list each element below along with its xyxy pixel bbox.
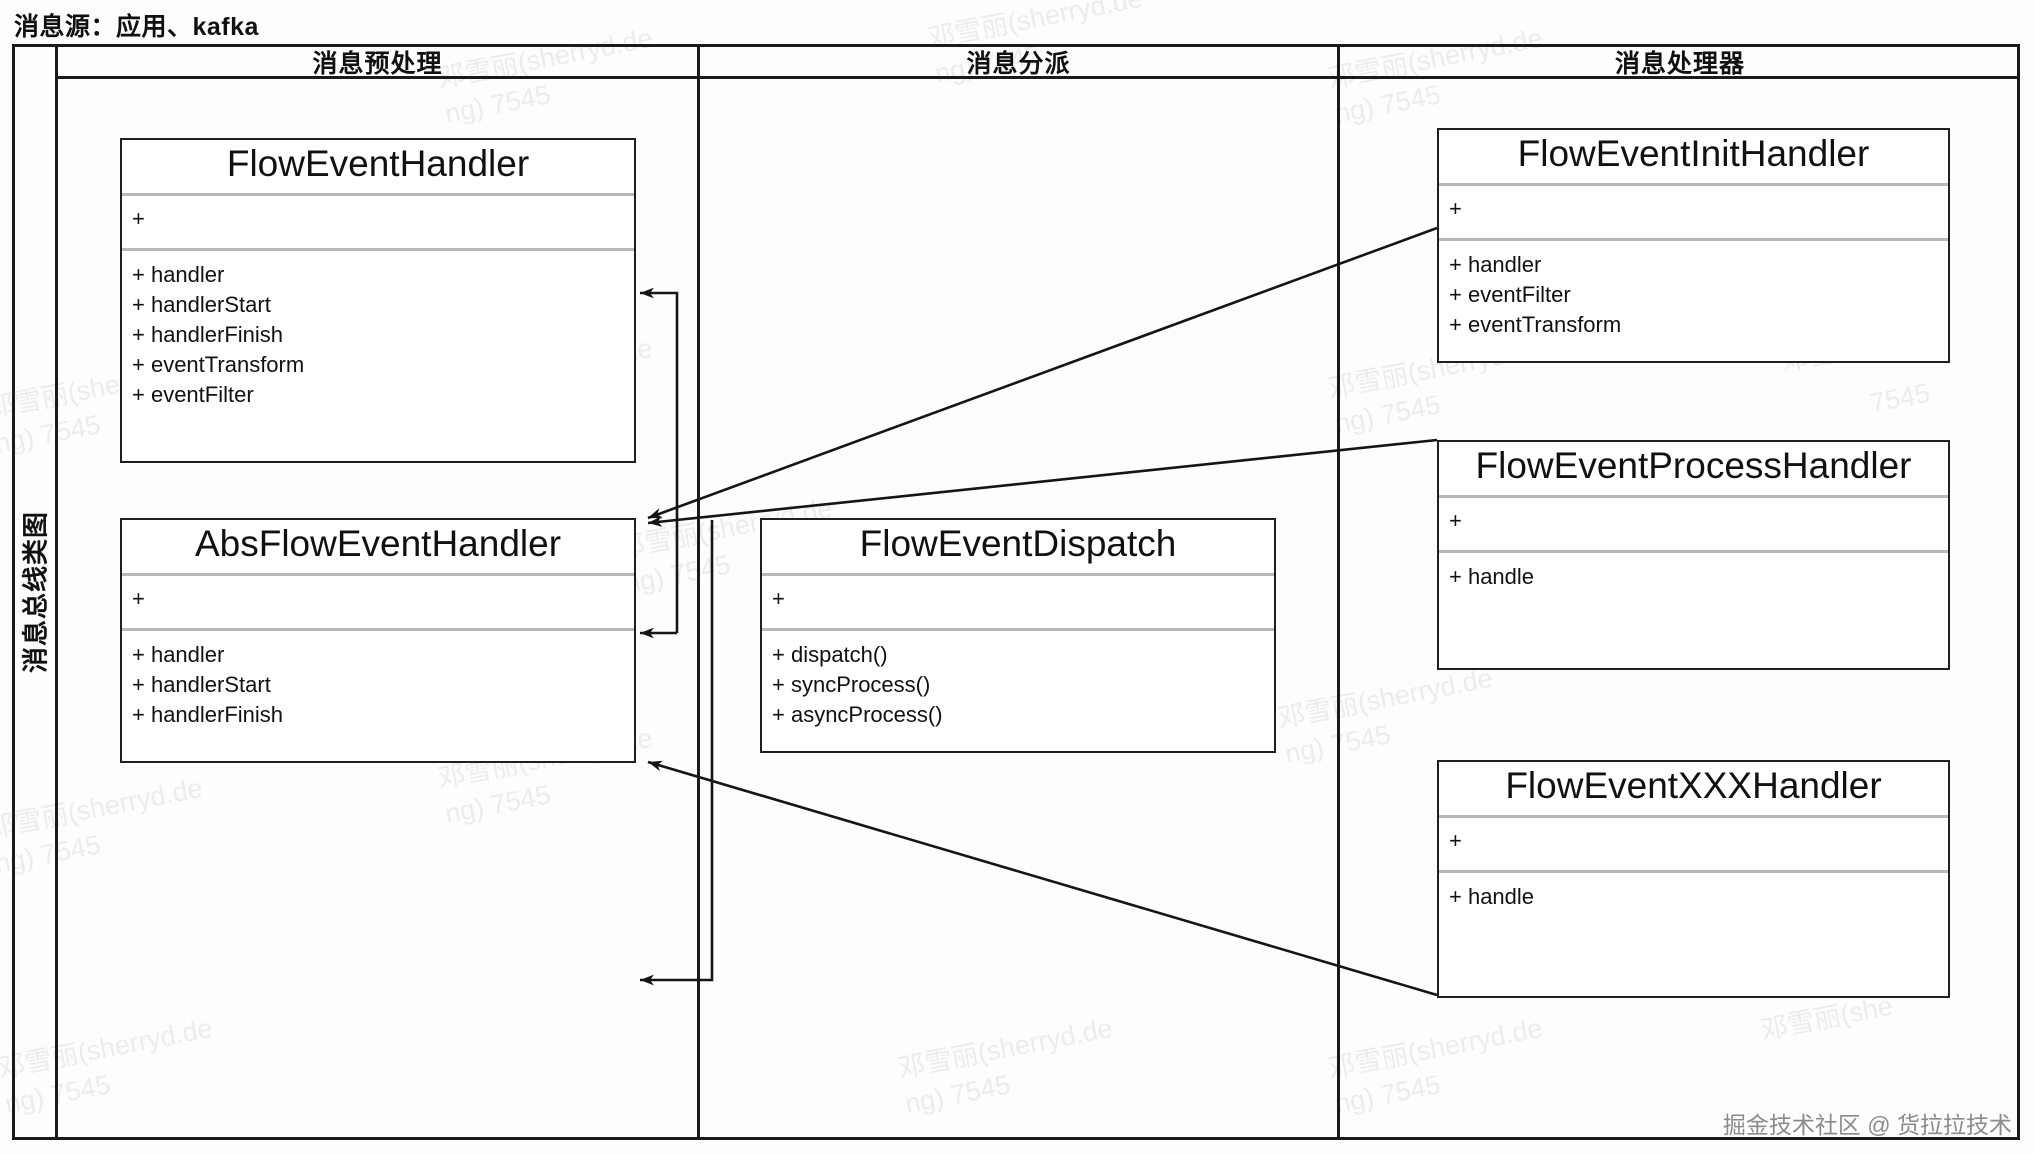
- class-box-flow-event-handler[interactable]: FlowEventHandler + + handler + handlerSt…: [120, 138, 636, 463]
- operation-row: + dispatch(): [772, 641, 888, 667]
- column-header-band: [58, 44, 2020, 79]
- class-name-flow-event-init-handler: FlowEventInitHandler: [1439, 130, 1948, 186]
- attribute-row: +: [132, 205, 145, 231]
- column-header-preprocess: 消息预处理: [312, 49, 443, 78]
- operation-row: + syncProcess(): [772, 671, 931, 697]
- column-separator-1: [697, 44, 700, 1140]
- operation-row: + handler: [132, 261, 225, 287]
- column-header-dispatch: 消息分派: [966, 49, 1071, 78]
- operation-row: + eventFilter: [1449, 281, 1571, 307]
- operation-row: + handle: [1449, 883, 1535, 909]
- class-attributes-abs-flow-event-handler: +: [122, 576, 634, 631]
- class-name-flow-event-dispatch: FlowEventDispatch: [762, 520, 1274, 576]
- operation-row: + eventTransform: [132, 352, 305, 378]
- class-name-abs-flow-event-handler: AbsFlowEventHandler: [122, 520, 634, 576]
- attribute-row: +: [132, 585, 145, 611]
- operation-row: + eventFilter: [132, 382, 254, 408]
- class-name-flow-event-xxx-handler: FlowEventXXXHandler: [1439, 762, 1948, 818]
- operation-row: + handlerFinish: [132, 321, 284, 347]
- class-attributes-flow-event-handler: +: [122, 196, 634, 251]
- class-box-flow-event-process-handler[interactable]: FlowEventProcessHandler + + handle: [1437, 440, 1950, 670]
- class-attributes-flow-event-init-handler: +: [1439, 186, 1948, 241]
- operation-row: + handle: [1449, 563, 1535, 589]
- class-name-flow-event-handler: FlowEventHandler: [122, 140, 634, 196]
- class-box-abs-flow-event-handler[interactable]: AbsFlowEventHandler + + handler + handle…: [120, 518, 636, 763]
- class-operations-flow-event-xxx-handler: + handle: [1439, 873, 1948, 996]
- class-box-flow-event-dispatch[interactable]: FlowEventDispatch + + dispatch() + syncP…: [760, 518, 1276, 753]
- diagram-frame: [12, 44, 2020, 1140]
- operation-row: + asyncProcess(): [772, 701, 943, 727]
- class-name-flow-event-process-handler: FlowEventProcessHandler: [1439, 442, 1948, 498]
- attribute-row: +: [772, 585, 785, 611]
- class-operations-flow-event-init-handler: + handler + eventFilter + eventTransform: [1439, 241, 1948, 361]
- class-box-flow-event-init-handler[interactable]: FlowEventInitHandler + + handler + event…: [1437, 128, 1950, 363]
- footer-credit: 掘金技术社区 @ 货拉拉技术: [1722, 1112, 2012, 1138]
- class-attributes-flow-event-dispatch: +: [762, 576, 1274, 631]
- lane-label-column: 消息总线类图: [12, 44, 58, 1140]
- operation-row: + handlerStart: [132, 671, 271, 697]
- operation-row: + handler: [1449, 251, 1542, 277]
- operation-row: + handler: [132, 641, 225, 667]
- class-operations-flow-event-process-handler: + handle: [1439, 553, 1948, 668]
- column-separator-2: [1337, 44, 1340, 1140]
- attribute-row: +: [1449, 827, 1462, 853]
- class-operations-abs-flow-event-handler: + handler + handlerStart + handlerFinish: [122, 631, 634, 761]
- class-attributes-flow-event-xxx-handler: +: [1439, 818, 1948, 873]
- diagram-title: 消息源：应用、kafka: [14, 13, 259, 41]
- column-header-processor: 消息处理器: [1614, 49, 1745, 78]
- operation-row: + handlerFinish: [132, 701, 284, 727]
- class-operations-flow-event-dispatch: + dispatch() + syncProcess() + asyncProc…: [762, 631, 1274, 751]
- attribute-row: +: [1449, 507, 1462, 533]
- operation-row: + handlerStart: [132, 291, 271, 317]
- class-box-flow-event-xxx-handler[interactable]: FlowEventXXXHandler + + handle: [1437, 760, 1950, 998]
- class-attributes-flow-event-process-handler: +: [1439, 498, 1948, 553]
- class-operations-flow-event-handler: + handler + handlerStart + handlerFinish…: [122, 251, 634, 461]
- lane-label: 消息总线类图: [20, 510, 50, 674]
- attribute-row: +: [1449, 195, 1462, 221]
- operation-row: + eventTransform: [1449, 311, 1622, 337]
